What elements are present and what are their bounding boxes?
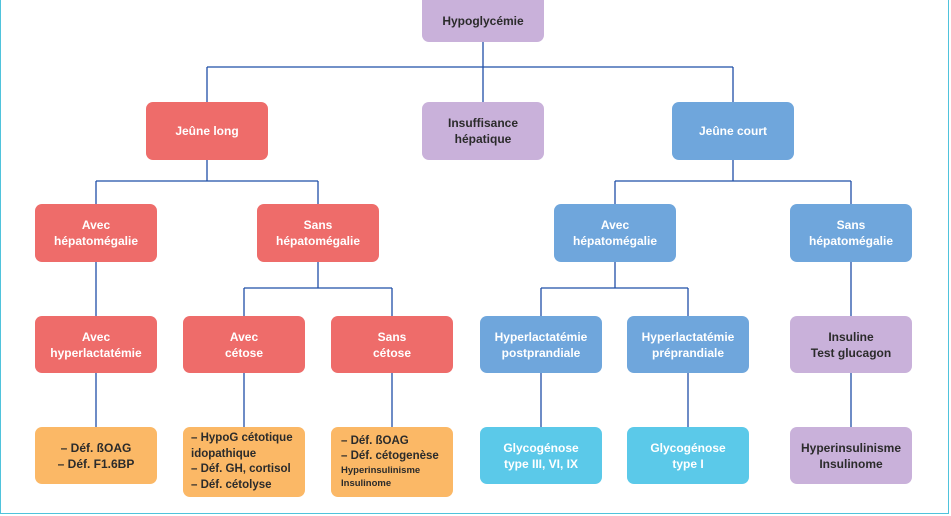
node-label: hépatomégalie (275, 234, 361, 248)
leaf-hyperinsulinisme-insulinome: Hyperinsulinisme Insulinome (790, 427, 912, 484)
node-insuffisance-hepatique: Insuffisance hépatique (422, 102, 544, 160)
node-label: Test glucagon (810, 345, 892, 360)
node-jeune-court: Jeûne court (672, 102, 794, 160)
leaf-line: Insulinome (341, 478, 392, 489)
node-label: préprandiale (651, 345, 725, 360)
leaf-line: – Déf. F1.6BP (57, 456, 135, 471)
node-label: postprandiale (501, 345, 581, 360)
node-label: Avec (229, 329, 259, 344)
node-label: Jeûne court (698, 124, 767, 138)
node-label: Avec (81, 218, 111, 232)
node-court-sans-hepatomegalie: Sans hépatomégalie (790, 204, 912, 262)
node-label: hyperlactatémie (50, 345, 142, 360)
node-label: hépatomégalie (572, 234, 658, 248)
leaf-line: idopathique (191, 447, 257, 460)
leaf-line: – Déf. cétolyse (191, 478, 272, 491)
leaf-line: Hyperinsulinisme (800, 440, 902, 455)
node-label: Hyperlactatémie (641, 329, 735, 344)
node-label: Avec (600, 218, 630, 232)
leaf-glycogenose-i: Glycogénose type I (627, 427, 749, 484)
node-jeune-long: Jeûne long (146, 102, 268, 160)
leaf-line: – Déf. ßOAG (341, 435, 409, 447)
node-long-sans-hepatomegalie: Sans hépatomégalie (257, 204, 379, 262)
node-hyperlactatemie-postprandiale: Hyperlactatémie postprandiale (480, 316, 602, 373)
node-label: Sans (836, 218, 866, 232)
leaf-sans-cetose-deficits: – Déf. ßOAG – Déf. cétogenèse Hyperinsul… (331, 427, 453, 497)
node-hyperlactatemie-preprandiale: Hyperlactatémie préprandiale (627, 316, 749, 373)
node-label: Avec (81, 329, 111, 344)
node-label: Hypoglycémie (442, 14, 524, 28)
leaf-line: Glycogénose (503, 440, 579, 455)
node-label: hépatomégalie (808, 234, 894, 248)
leaf-line: Insulinome (819, 456, 883, 471)
leaf-line: Hyperinsulinisme (341, 465, 421, 476)
leaf-line: type III, VI, IX (503, 456, 579, 471)
leaf-line: type I (672, 456, 704, 471)
node-label: Sans (303, 218, 333, 232)
node-label: Sans (377, 329, 407, 344)
leaf-glycogenose-iii-vi-ix: Glycogénose type III, VI, IX (480, 427, 602, 484)
node-hypoglycemie: Hypoglycémie (422, 0, 544, 42)
node-insuline-test-glucagon: Insuline Test glucagon (790, 316, 912, 373)
leaf-line: – Déf. cétogenèse (341, 450, 439, 462)
leaf-line: – HypoG cétotique (191, 432, 293, 444)
node-label: hépatomégalie (53, 234, 139, 248)
node-label: cétose (372, 345, 412, 360)
leaf-line: Glycogénose (650, 440, 726, 455)
node-label: cétose (224, 345, 264, 360)
node-avec-hyperlactatemie: Avec hyperlactatémie (35, 316, 157, 373)
node-label: Jeûne long (175, 124, 239, 138)
leaf-line: – Déf. ßOAG (60, 440, 132, 455)
node-sans-cetose: Sans cétose (331, 316, 453, 373)
node-label: hépatique (454, 132, 512, 146)
node-avec-cetose: Avec cétose (183, 316, 305, 373)
leaf-hypog-cetotique: – HypoG cétotique idopathique – Déf. GH,… (183, 427, 305, 497)
node-long-avec-hepatomegalie: Avec hépatomégalie (35, 204, 157, 262)
leaf-line: – Déf. GH, cortisol (191, 463, 291, 475)
node-label: Insuffisance (447, 116, 519, 130)
leaf-deficits-boag-f16bp: – Déf. ßOAG – Déf. F1.6BP (35, 427, 157, 484)
node-label: Insuline (828, 329, 874, 344)
node-court-avec-hepatomegalie: Avec hépatomégalie (554, 204, 676, 262)
node-label: Hyperlactatémie (494, 329, 588, 344)
